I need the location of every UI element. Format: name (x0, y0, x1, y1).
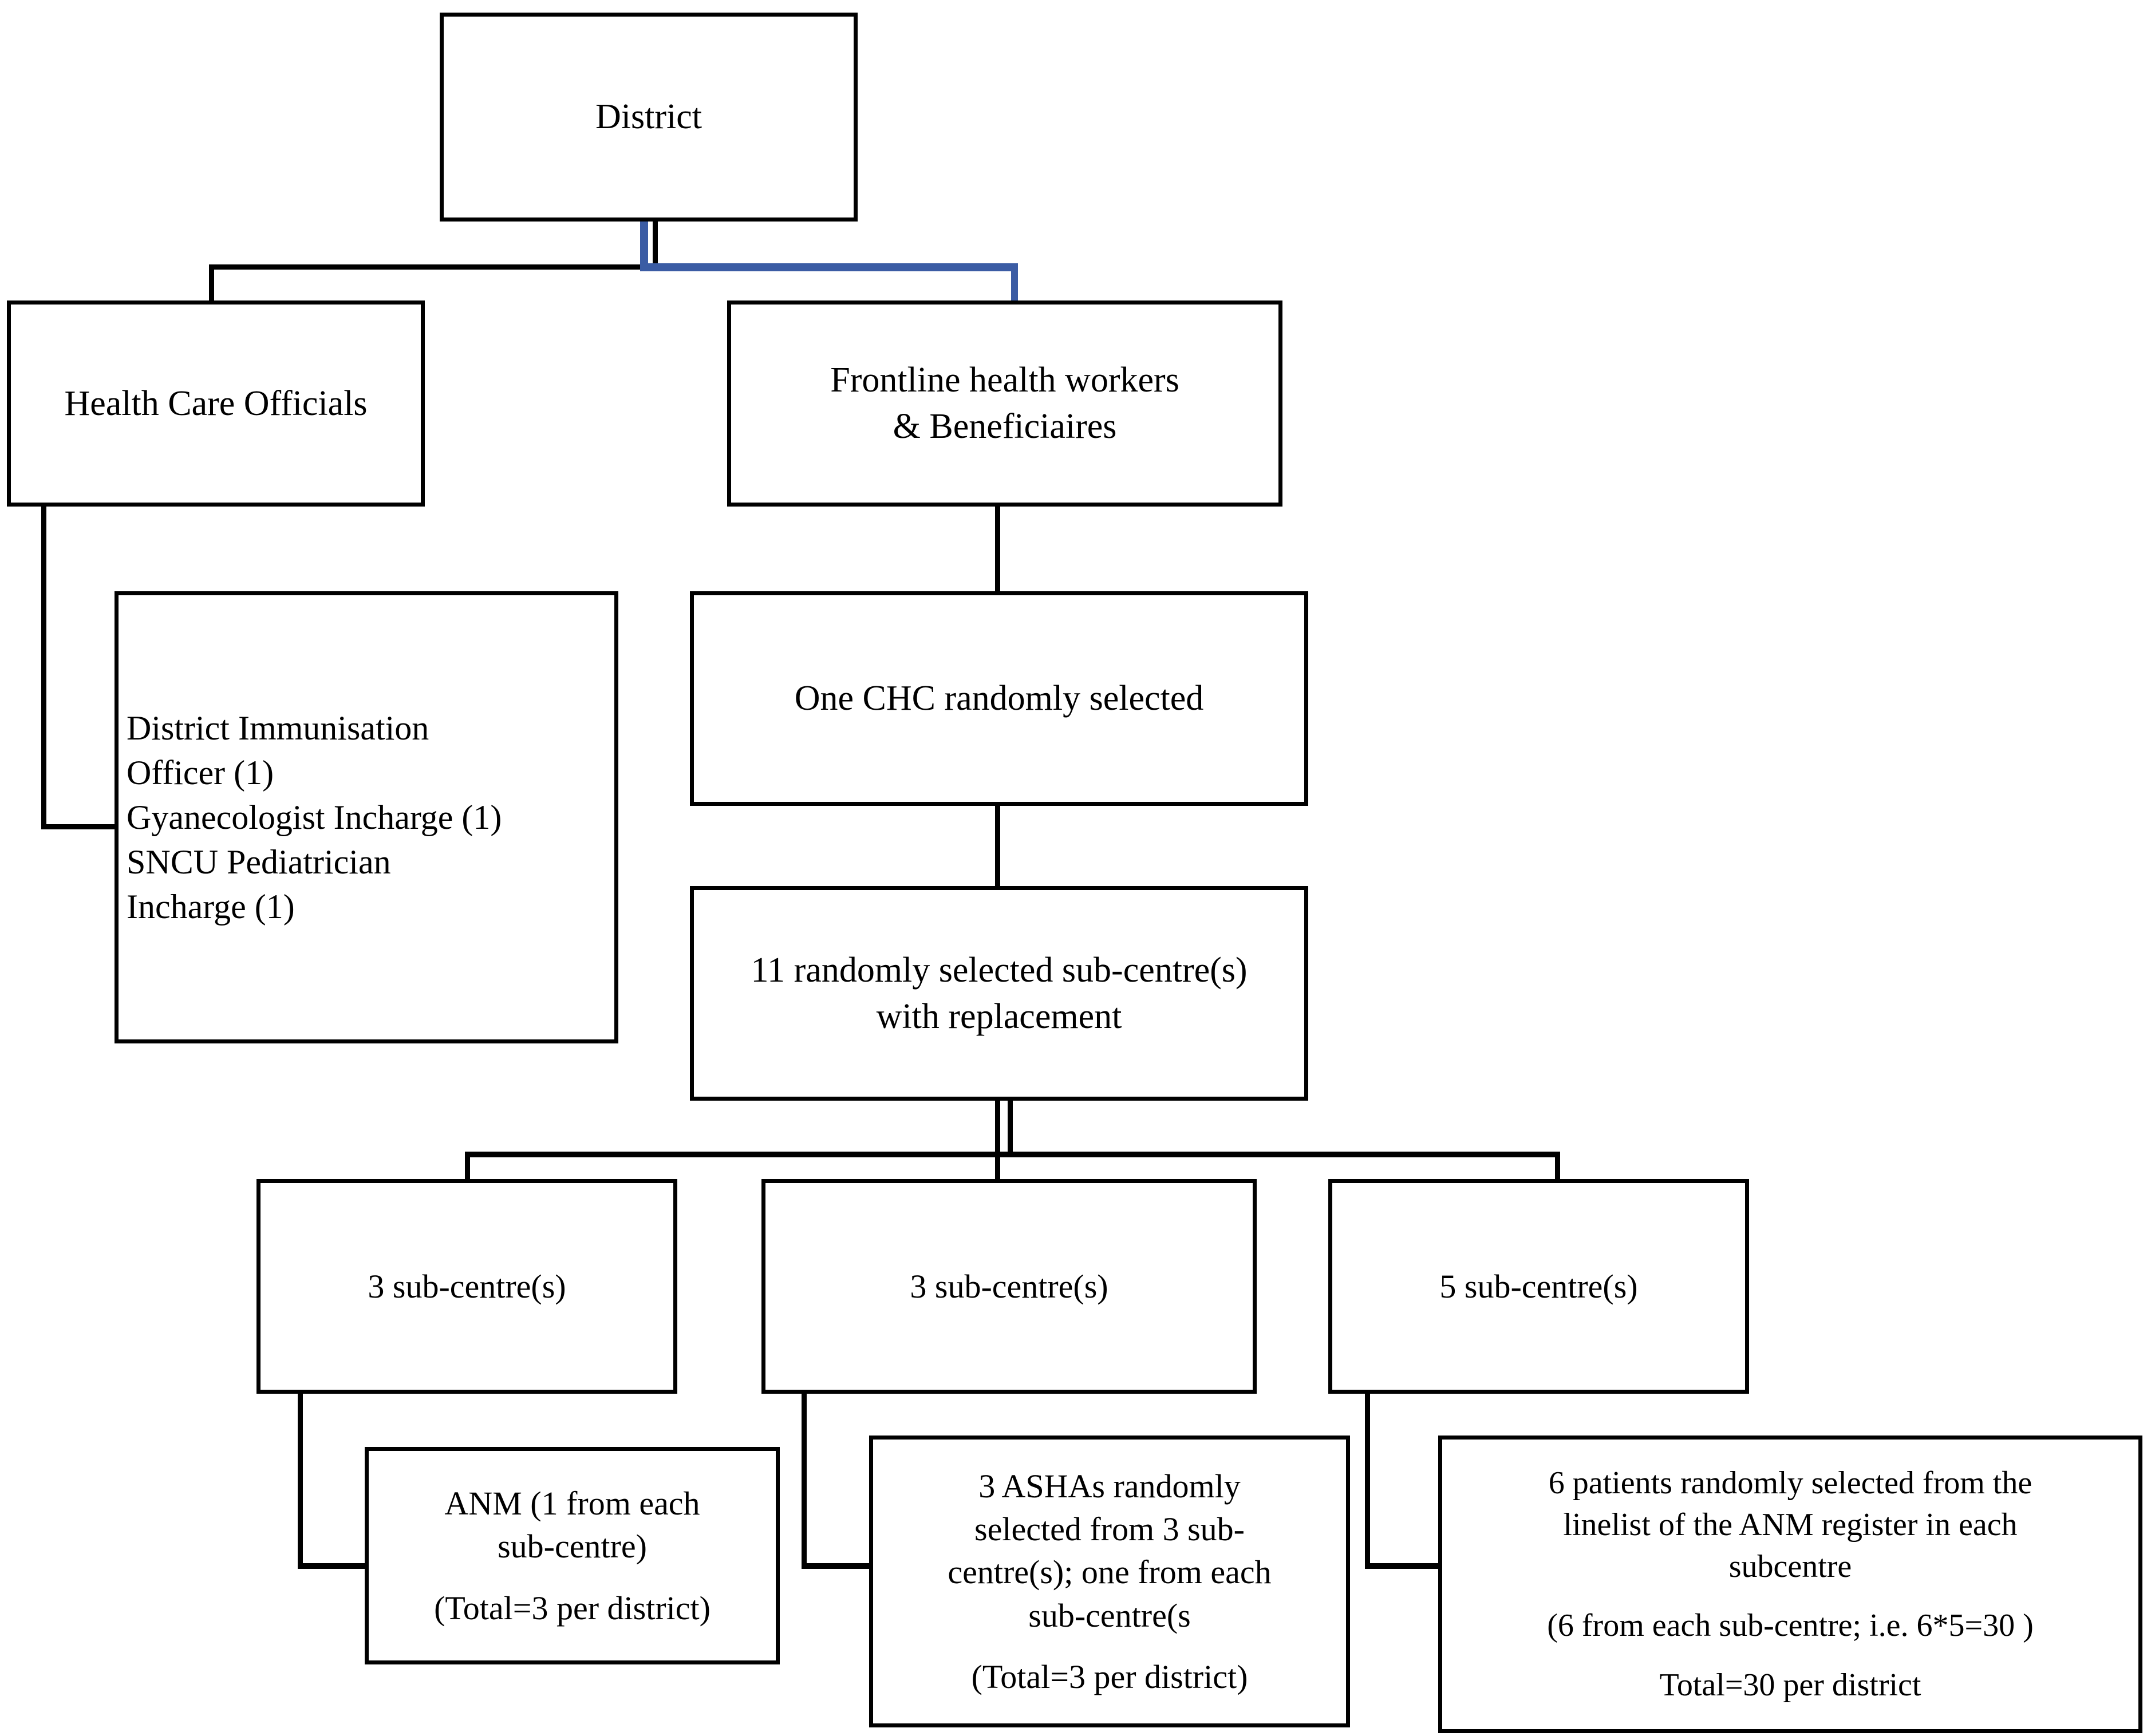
node-patients-line4: (6 from each sub-centre; i.e. 6*5=30 ) (1547, 1608, 2034, 1644)
node-asha[interactable]: 3 ASHAs randomly selected from 3 sub- ce… (869, 1436, 1350, 1727)
node-frontline-health-workers[interactable]: Frontline health workers & Beneficiaires (727, 300, 1282, 507)
node-11-subcentres-line2: with replacement (876, 996, 1122, 1036)
connector-drop-sub-c (1555, 1152, 1560, 1189)
node-asha-line4: sub-centre(s (1028, 1596, 1191, 1634)
node-district-label: District (595, 97, 702, 137)
node-officials-list-text: District Immunisation Officer (1) Gyanec… (119, 706, 614, 929)
connector-subcentres-stem-left (995, 1096, 1000, 1156)
node-sub-centres-c-label: 5 sub-centre(s) (1439, 1267, 1638, 1305)
officials-item-1: District Immunisation (127, 709, 429, 747)
node-district[interactable]: District (440, 13, 858, 222)
node-frontline-line2: & Beneficiaires (893, 407, 1117, 446)
connector-sub-c-elbow-vertical (1365, 1391, 1370, 1568)
connector-drop-sub-b (995, 1152, 1000, 1183)
connector-district-stem-black (653, 218, 658, 269)
connector-hco-elbow-vertical (41, 504, 46, 829)
connector-hco-elbow-horizontal (41, 824, 119, 829)
node-11-subcentres-line1: 11 randomly selected sub-centre(s) (751, 950, 1248, 990)
officials-item-2: Officer (1) (127, 754, 274, 792)
connector-sub-a-elbow-vertical (298, 1391, 303, 1568)
node-sub-centres-b[interactable]: 3 sub-centre(s) (761, 1179, 1257, 1394)
node-one-chc-label: One CHC randomly selected (794, 679, 1204, 718)
connector-bus-top-left (209, 264, 658, 270)
node-asha-line3: centre(s); one from each (948, 1553, 1272, 1591)
node-frontline-text: Frontline health workers & Beneficiaires (731, 357, 1278, 449)
node-health-care-officials-label: Health Care Officials (64, 383, 368, 423)
node-patients[interactable]: 6 patients randomly selected from the li… (1438, 1436, 2142, 1733)
node-anm-text: ANM (1 from each sub-centre) (Total=3 pe… (369, 1482, 776, 1630)
connector-district-stem-blue (640, 218, 648, 269)
connector-bus-top-right (640, 263, 1018, 271)
node-patients-line2: linelist of the ANM register in each (1563, 1507, 2018, 1543)
node-patients-line1: 6 patients randomly selected from the (1548, 1465, 2032, 1501)
connector-sub-b-elbow-horizontal (802, 1563, 873, 1569)
node-asha-line1: 3 ASHAs randomly (978, 1467, 1241, 1505)
connector-drop-health-care-officials (209, 264, 214, 302)
node-anm-line3: (Total=3 per district) (434, 1589, 711, 1627)
connector-sub-c-elbow-horizontal (1365, 1563, 1442, 1569)
node-sub-centres-a[interactable]: 3 sub-centre(s) (256, 1179, 677, 1394)
node-anm-line2: sub-centre) (498, 1528, 647, 1565)
node-health-care-officials[interactable]: Health Care Officials (7, 300, 425, 507)
connector-branch-bus (465, 1152, 1560, 1157)
node-11-subcentres[interactable]: 11 randomly selected sub-centre(s) with … (690, 886, 1308, 1101)
node-sub-centres-b-label: 3 sub-centre(s) (910, 1267, 1108, 1305)
connector-sub-b-elbow-vertical (802, 1391, 807, 1568)
node-sub-centres-c[interactable]: 5 sub-centre(s) (1328, 1179, 1749, 1394)
node-one-chc[interactable]: One CHC randomly selected (690, 591, 1308, 806)
node-asha-line5: (Total=3 per district) (971, 1658, 1248, 1696)
node-anm-line1: ANM (1 from each (444, 1484, 700, 1522)
connector-chc-to-subcentres (995, 801, 1000, 890)
officials-item-5: Incharge (1) (127, 888, 295, 926)
node-patients-line3: subcentre (1728, 1548, 1852, 1584)
node-11-subcentres-text: 11 randomly selected sub-centre(s) with … (694, 947, 1304, 1039)
officials-item-4: SNCU Pediatrician (127, 843, 391, 881)
node-sub-centres-a-label: 3 sub-centre(s) (368, 1267, 566, 1305)
connector-drop-frontline (1011, 263, 1018, 300)
node-patients-line5: Total=30 per district (1659, 1667, 1921, 1703)
connector-sub-a-elbow-horizontal (298, 1563, 369, 1569)
connector-subcentres-stem-right (1008, 1096, 1013, 1156)
connector-frontline-to-chc (995, 506, 1000, 595)
officials-item-3: Gyanecologist Incharge (1) (127, 798, 502, 836)
node-officials-list[interactable]: District Immunisation Officer (1) Gyanec… (115, 591, 618, 1043)
node-asha-text: 3 ASHAs randomly selected from 3 sub- ce… (873, 1465, 1346, 1699)
node-asha-line2: selected from 3 sub- (974, 1510, 1245, 1548)
node-frontline-line1: Frontline health workers (830, 361, 1179, 400)
connector-drop-sub-a (465, 1152, 470, 1183)
node-patients-text: 6 patients randomly selected from the li… (1442, 1462, 2138, 1706)
node-anm[interactable]: ANM (1 from each sub-centre) (Total=3 pe… (365, 1447, 780, 1664)
